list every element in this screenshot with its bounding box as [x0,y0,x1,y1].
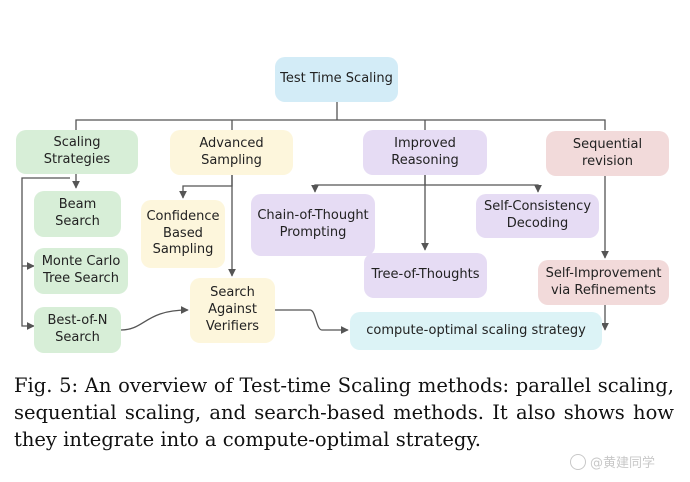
node-confidence-sampling: Confidence Based Sampling [141,200,225,268]
weibo-icon [570,453,586,470]
node-self-consistency: Self-Consistency Decoding [476,194,599,238]
node-tree-of-thoughts: Tree-of-Thoughts [364,253,487,298]
node-beam-search: Beam Search [34,191,121,237]
edge-bestn-verifiers [120,306,189,331]
edge-scaling-bestn [21,266,35,330]
diagram: Test Time Scaling Scaling Strategies Adv… [16,57,669,353]
node-compute-optimal: compute-optimal scaling strategy [350,312,602,350]
node-best-of-n: Best-of-N Search [34,307,121,353]
edge-advanced-confidence [179,175,233,199]
node-search-verifiers: Search Against Verifiers [190,278,275,343]
edge-reasoning-sc [425,184,542,193]
node-monte-carlo: Monte Carlo Tree Search [34,248,128,294]
node-advanced-sampling: Advanced Sampling [170,130,293,175]
edges [21,102,609,334]
node-improved-reasoning: Improved Reasoning [363,130,487,175]
watermark-text: @黄建同学 [590,456,656,471]
node-test-time-scaling: Test Time Scaling [275,57,398,102]
node-sequential-revision: Sequential revision [546,131,669,176]
edge-reasoning-cot [311,175,426,193]
node-self-improvement: Self-Improvement via Refinements [538,260,669,305]
figure-caption: Fig. 5: An overview of Test-time Scaling… [14,374,674,451]
node-scaling-strategies: Scaling Strategies [16,130,138,174]
edge-verifiers-optimal [275,309,349,334]
edge-root-scaling [75,119,606,130]
watermark: @黄建同学 [570,452,655,471]
edge-scaling-trunk [21,177,70,266]
node-chain-of-thought: Chain-of-Thought Prompting [251,194,375,256]
